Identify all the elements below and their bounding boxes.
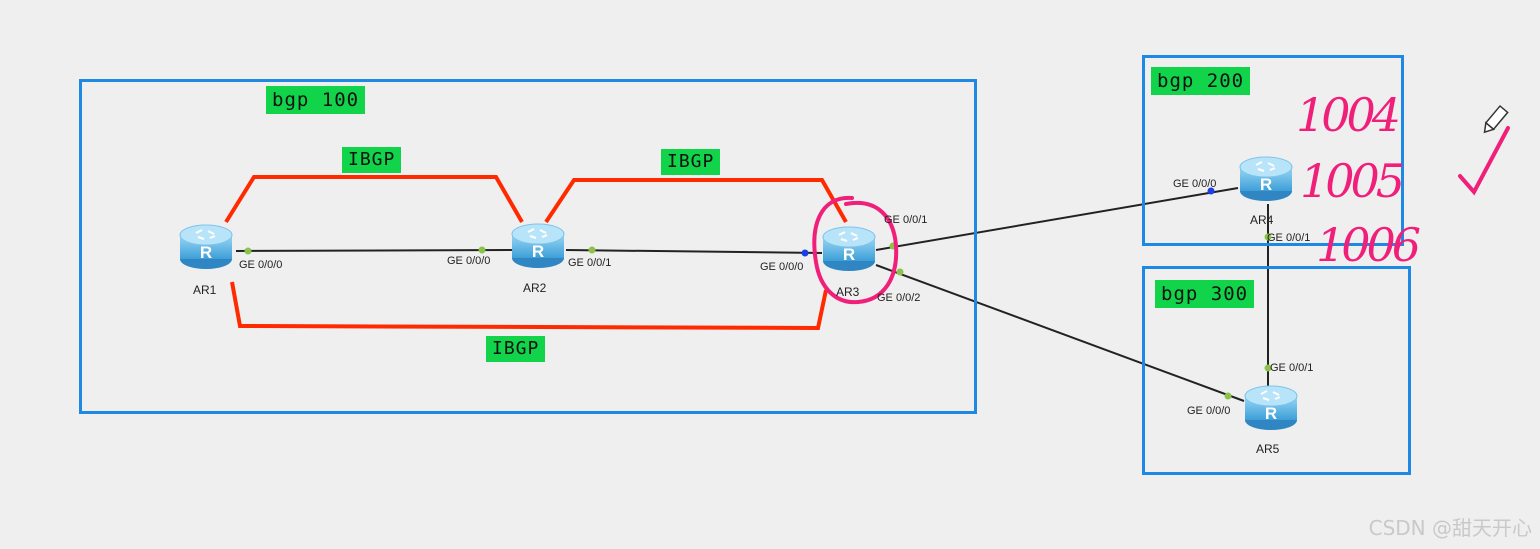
router-ar4-name: AR4 xyxy=(1250,213,1274,227)
highlight-circle xyxy=(812,195,899,305)
router-ar3-name: AR3 xyxy=(836,285,860,299)
port-dot xyxy=(588,246,596,254)
port-dot xyxy=(896,268,904,276)
port-label: GE 0/0/1 xyxy=(884,214,928,226)
ibgp-session-ar1-ar3 xyxy=(230,281,828,331)
as-100-area xyxy=(79,79,977,414)
port-label: GE 0/0/1 xyxy=(1267,232,1311,244)
pencil-cursor-icon xyxy=(1483,104,1509,134)
ibgp-label-ar1-ar2: IBGP xyxy=(342,147,402,173)
check-mark xyxy=(1458,126,1510,196)
port-label: GE 0/0/0 xyxy=(1173,178,1217,190)
port-dot xyxy=(1207,187,1215,195)
router-ar1-name: AR1 xyxy=(193,283,217,297)
port-dot xyxy=(801,249,809,257)
port-dot xyxy=(1264,364,1272,372)
as-300-area xyxy=(1142,266,1411,475)
as-200-label: bgp 200 xyxy=(1151,67,1251,95)
handwritten-1004: 1004 xyxy=(1296,88,1401,142)
router-ar1-icon[interactable] xyxy=(178,223,234,271)
router-ar2-name: AR2 xyxy=(523,281,547,295)
router-ar4-icon[interactable] xyxy=(1238,155,1294,203)
port-label: GE 0/0/1 xyxy=(568,257,612,269)
ibgp-session-ar1-ar2 xyxy=(224,175,524,224)
handwritten-1006: 1006 xyxy=(1316,218,1421,272)
port-dot xyxy=(478,246,486,254)
handwritten-1005: 1005 xyxy=(1300,154,1405,208)
ibgp-label-ar1-ar3: IBGP xyxy=(486,336,546,362)
port-dot xyxy=(1224,392,1232,400)
port-label: GE 0/0/0 xyxy=(239,259,283,271)
as-300-label: bgp 300 xyxy=(1155,280,1255,308)
port-label: GE 0/0/0 xyxy=(760,261,804,273)
as-100-label: bgp 100 xyxy=(266,86,366,114)
port-dot xyxy=(1264,233,1272,241)
watermark: CSDN @甜天开心 xyxy=(1368,516,1532,540)
port-label: GE 0/0/0 xyxy=(447,255,491,267)
router-ar5-icon[interactable] xyxy=(1243,384,1299,432)
port-label: GE 0/0/0 xyxy=(1187,405,1231,417)
router-ar3-icon[interactable] xyxy=(821,225,877,273)
router-ar2-icon[interactable] xyxy=(510,222,566,270)
port-dot xyxy=(244,247,252,255)
ibgp-label-ar2-ar3: IBGP xyxy=(661,149,721,175)
port-label: GE 0/0/2 xyxy=(877,292,921,304)
port-label: GE 0/0/1 xyxy=(1270,362,1314,374)
link-ar1-ar2 xyxy=(235,249,513,252)
as-200-area xyxy=(1142,55,1404,246)
link-ar3-ar4 xyxy=(875,187,1239,251)
link-ar2-ar3 xyxy=(565,249,823,254)
router-ar5-name: AR5 xyxy=(1256,442,1280,456)
link-ar3-ar5 xyxy=(875,264,1245,402)
